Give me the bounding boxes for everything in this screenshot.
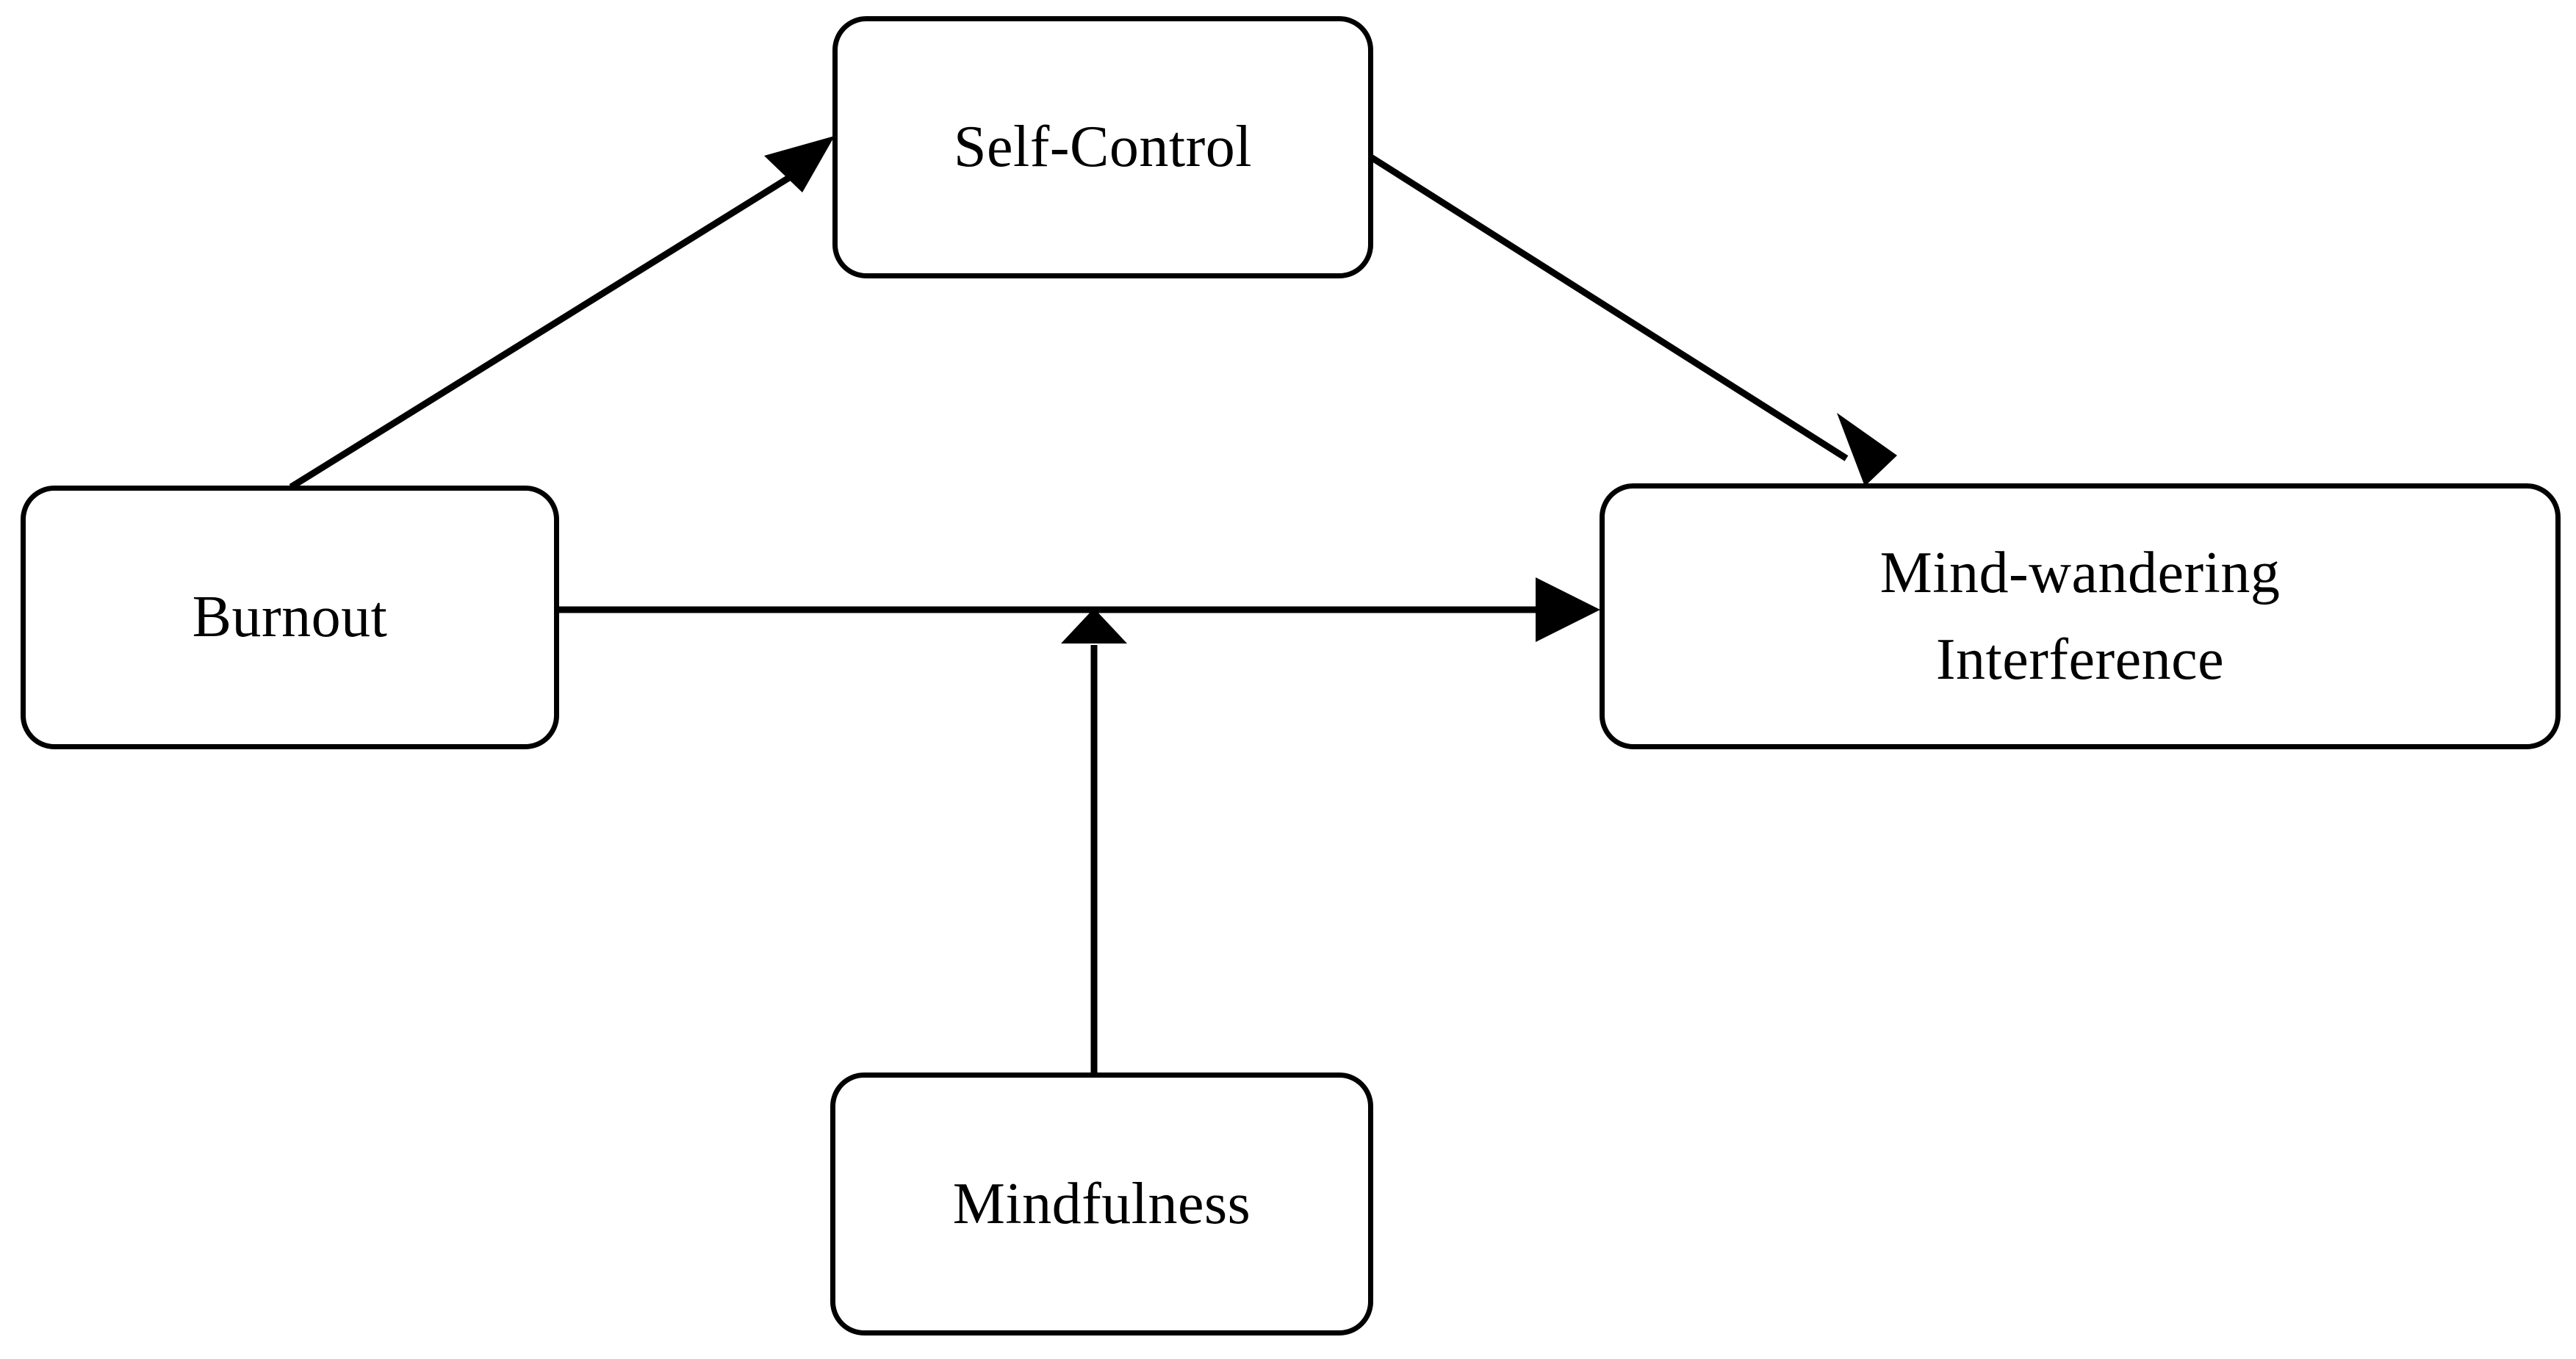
arrowhead-mindfulness-moderation [1061,608,1127,644]
edge-mindfulness-moderation [1061,608,1127,1074]
node-mind-wandering-interference[interactable]: Mind-wandering Interference [1600,483,2561,749]
node-mindfulness[interactable]: Mindfulness [830,1073,1373,1335]
arrowhead-burnout-mind-wandering [1536,577,1600,642]
node-mindfulness-label: Mindfulness [952,1171,1251,1236]
edge-self-control-to-mind-wandering [1369,154,1897,486]
edge-burnout-to-self-control [289,136,835,490]
edge-burnout-to-mind-wandering [556,577,1600,642]
edge-line-burnout-self-control [289,160,815,490]
edge-line-self-control-mind-wandering [1369,154,1849,461]
arrowhead-self-control-mind-wandering [1837,413,1897,486]
node-burnout-label: Burnout [192,585,388,650]
node-self-control-label: Self-Control [954,115,1252,180]
node-burnout[interactable]: Burnout [21,486,559,749]
node-mind-wandering-interference-label: Mind-wandering Interference [1879,540,2281,692]
node-self-control[interactable]: Self-Control [832,16,1373,278]
arrowhead-burnout-self-control [764,136,835,192]
